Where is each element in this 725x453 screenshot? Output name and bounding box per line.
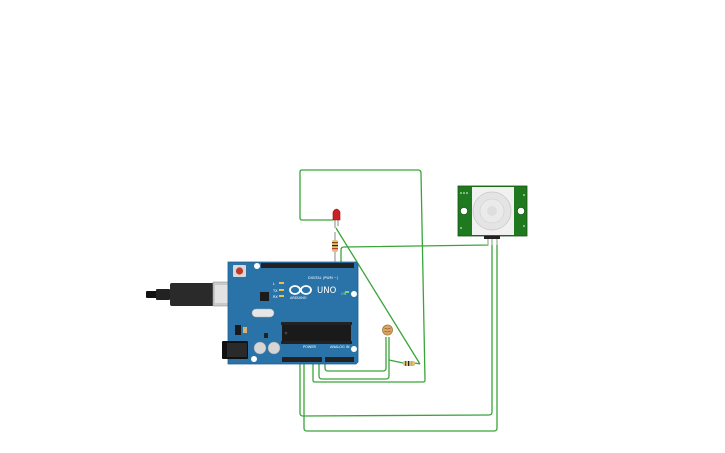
wire-ldr-to-res [388,359,404,364]
capacitor [253,341,267,355]
mount-hole [251,356,257,362]
tx-label: TX [272,289,278,293]
board-model-label: UNO [317,286,337,296]
capacitor [267,341,281,355]
usb-chip [260,292,269,301]
wire-pir-out [340,236,489,265]
power-header [282,357,322,362]
analog-header [325,357,354,362]
resistor-ldr[interactable] [403,361,415,366]
wire-ldr-2 [318,337,390,380]
l-label: L [273,282,275,286]
mount-hole [351,291,357,297]
analog-label: ANALOG IN [330,345,350,349]
microcontroller-chip [281,322,352,344]
pir-delay-knob [517,207,525,215]
wire-pir-vcc [299,236,493,417]
wire-ldr-1 [324,337,387,372]
brand-label: ARDUINO [290,296,307,300]
resistor-led[interactable] [332,232,338,262]
wire-led-loop [299,169,426,383]
red-led[interactable] [332,208,341,228]
digital-label: DIGITAL (PWM ~) [308,276,339,280]
wire-pir-gnd [303,236,498,432]
mount-hole [254,263,260,269]
wires [299,169,498,432]
rx-label: RX [273,295,278,299]
digital-header [261,263,354,268]
wire-res-right [414,362,421,365]
pir-sensor[interactable] [457,185,528,245]
arduino-logo-icon [289,285,312,295]
arduino-uno-board[interactable]: DIGITAL (PWM ~) UNO ARDUINO ON L TX RX [222,261,359,365]
reset-button[interactable] [233,265,246,277]
on-led [345,291,349,293]
wire-led-to-resistor [335,227,421,365]
crystal-oscillator [251,308,275,318]
on-label: ON [341,292,347,296]
power-label: POWER [303,345,317,349]
photoresistor[interactable] [382,324,393,336]
mount-hole [351,346,357,352]
pir-sensitivity-knob [460,207,468,215]
